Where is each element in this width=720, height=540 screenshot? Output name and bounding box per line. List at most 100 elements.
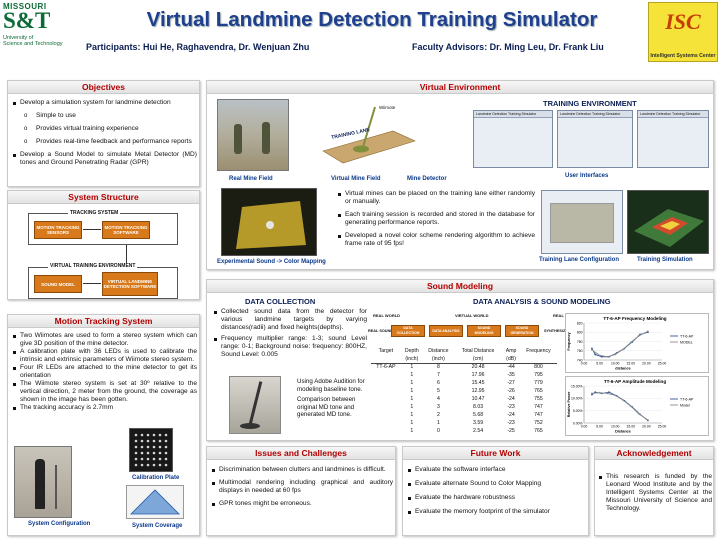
isc-logo-text: Intelligent Systems Center xyxy=(650,53,716,59)
table-cell xyxy=(371,387,401,395)
motion-tracking-title: Motion Tracking System xyxy=(8,315,199,328)
acknowledgement-text: This research is funded by the Leonard W… xyxy=(598,473,712,513)
table-cell xyxy=(371,379,401,387)
legend-label: Model xyxy=(680,403,690,407)
arrow-sound-to-software xyxy=(83,283,101,284)
cap-system-configuration: System Configuration xyxy=(28,521,91,527)
data-point xyxy=(637,412,640,415)
flow-data-analysis: DATA ANALYSIS xyxy=(429,325,463,337)
data-point xyxy=(646,330,649,333)
table-cell xyxy=(519,355,557,364)
table-cell: 0 xyxy=(436,428,440,434)
photo-bullet: Using Adobe Audition for modeling baseli… xyxy=(297,378,365,393)
led xyxy=(158,439,162,443)
x-tick-label: 15.00 xyxy=(627,425,636,429)
x-axis-label: Distance xyxy=(615,430,631,434)
data-point xyxy=(622,348,624,351)
flow-synthesized-sound: SYNTHESIZED SOUND xyxy=(544,329,585,333)
x-tick-label: 10.00 xyxy=(611,362,620,366)
system-structure-panel: System Structure TRACKING SYSTEM MOTION … xyxy=(7,190,200,300)
table-cell xyxy=(371,355,401,364)
future-work-item: Evaluate the memory footprint of the sim… xyxy=(407,508,585,516)
table-cell: -25 xyxy=(507,428,515,434)
tracking-system-label: TRACKING SYSTEM xyxy=(68,210,121,216)
header: MISSOURI S&T University of Science and T… xyxy=(0,0,720,62)
data-point xyxy=(614,394,617,397)
motion-tracking-item: The Wiimote stereo system is set at 30º … xyxy=(12,380,197,404)
flow-sound-generation: SOUND GENERATION xyxy=(505,325,539,337)
table-cell: 10.47 xyxy=(471,396,485,402)
data-point xyxy=(606,355,609,358)
issues-title: Issues and Challenges xyxy=(207,447,395,460)
table-cell xyxy=(371,403,401,411)
cap-training-simulation: Training Simulation xyxy=(637,257,693,263)
acknowledgement-title: Acknowledgement xyxy=(595,447,713,460)
table-cell xyxy=(371,371,401,379)
objectives-panel: Objectives Develop a simulation system f… xyxy=(7,80,200,187)
table-cell: 779 xyxy=(534,380,543,386)
led xyxy=(134,433,138,437)
sound-model-block: SOUND MODEL xyxy=(34,275,82,293)
arrow-down xyxy=(126,245,127,267)
flow-sound-modeling: SOUND MODELING xyxy=(467,325,501,337)
table-cell: Total Distance xyxy=(461,348,495,354)
table-cell: (inch) xyxy=(422,355,454,364)
table-cell: 1 xyxy=(410,396,414,402)
table-cell: (cm) xyxy=(453,355,503,364)
table-cell: TT-6-AP xyxy=(371,362,401,371)
led xyxy=(146,445,150,449)
issues-panel: Issues and Challenges Discrimination bet… xyxy=(206,446,396,536)
table-cell: -23 xyxy=(507,420,515,426)
data-point xyxy=(637,335,640,337)
flow-virtual-world-label: VIRTUAL WORLD xyxy=(455,313,489,318)
led xyxy=(140,463,144,467)
x-tick-label: 5.00 xyxy=(596,425,603,429)
led xyxy=(140,457,144,461)
system-configuration-photo xyxy=(14,446,72,518)
cap-virtual-mine-field: Virtual Mine Field xyxy=(331,176,381,182)
motion-tracking-item: Two Wiimotes are used to form a stereo s… xyxy=(12,332,197,348)
data-point xyxy=(646,419,649,421)
user-interface-window-3: Landmine Detection Training Simulator xyxy=(637,110,709,168)
amplitude-chart-svg: TT-6-AP Amplitude Modeling0.00%5.00%10.0… xyxy=(567,379,694,434)
y-tick-label: 820 xyxy=(577,321,583,325)
real-mine-field-photo xyxy=(217,99,289,171)
led xyxy=(146,457,150,461)
flow-data-collection: DATA COLLECTION xyxy=(391,325,425,337)
led xyxy=(158,457,162,461)
photo-bullet: Comparison between original MD tone and … xyxy=(297,396,356,418)
y-axis-label: Frequency xyxy=(567,332,571,350)
future-work-item: Evaluate the hardware robustness xyxy=(407,494,585,502)
table-cell: 5.68 xyxy=(473,412,484,418)
table-cell: -35 xyxy=(507,372,515,378)
arrow-sensors-to-software xyxy=(83,229,101,230)
simulation-heatmap xyxy=(634,209,704,247)
table-cell: 752 xyxy=(534,420,543,426)
virtual-mine-field-figure: TRAINING LANE Wiimote xyxy=(313,101,425,173)
cap-experimental-sound: Experimental Sound -> Color Mapping xyxy=(217,259,326,265)
window-titlebar: Landmine Detection Training Simulator xyxy=(474,111,552,118)
table-cell: -44 xyxy=(502,362,520,371)
data-point xyxy=(629,341,632,344)
sound-flow-diagram: REAL WORLD VIRTUAL WORLD REAL WORLD REAL… xyxy=(367,310,585,344)
logo-missouri-text: MISSOURI xyxy=(3,2,47,11)
data-point xyxy=(591,393,593,396)
led xyxy=(134,457,138,461)
table-cell: -26 xyxy=(507,388,515,394)
future-work-panel: Future Work Evaluate the software interf… xyxy=(402,446,589,536)
data-collection-item: Frequency multiplier range: 1-3; sound L… xyxy=(213,335,367,359)
led xyxy=(140,439,144,443)
led xyxy=(158,463,162,467)
table-cell xyxy=(371,395,401,403)
x-tick-label: 20.00 xyxy=(642,425,651,429)
led xyxy=(146,463,150,467)
legend-label: TT-6-AP xyxy=(680,397,694,401)
table-cell: 3 xyxy=(436,404,440,410)
